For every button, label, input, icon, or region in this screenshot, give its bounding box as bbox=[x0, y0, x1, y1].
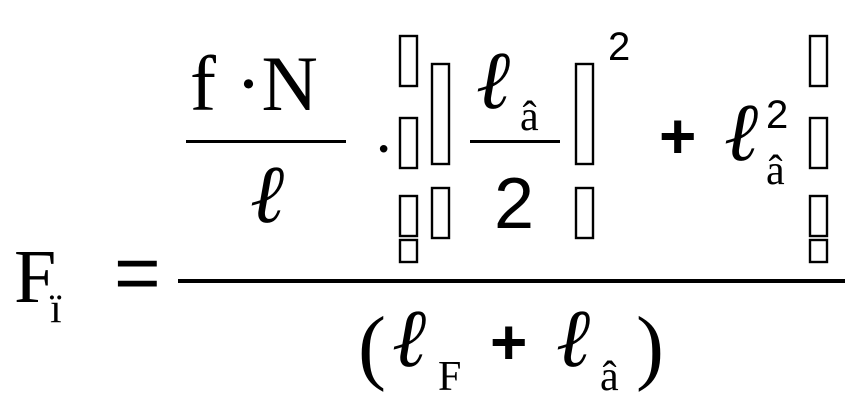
inner-fraction-bar bbox=[470, 140, 560, 143]
denominator-term1-subscript: F bbox=[438, 354, 461, 400]
right-paren-top-glyph bbox=[574, 62, 595, 166]
denominator-close-paren: ) bbox=[636, 300, 664, 393]
term-symbol: ℓ bbox=[724, 87, 758, 178]
exponent: 2 bbox=[608, 25, 630, 69]
term-subscript: â bbox=[766, 148, 785, 194]
denominator-open-paren: ( bbox=[358, 300, 386, 393]
fraction-denominator: ℓ bbox=[250, 149, 284, 240]
equals-sign: = bbox=[114, 228, 161, 317]
right-bracket-bottom-glyph bbox=[808, 194, 829, 238]
inner-fraction-denominator: 2 bbox=[494, 164, 534, 244]
lhs-symbol: F bbox=[14, 235, 56, 319]
left-paren-top-glyph bbox=[430, 62, 451, 166]
denominator-term2-symbol: ℓ bbox=[556, 293, 590, 384]
left-bracket-bottom-glyph bbox=[398, 194, 419, 238]
inner-fraction-numerator: ℓ bbox=[476, 35, 510, 126]
right-bracket-top-glyph bbox=[808, 34, 829, 88]
denominator-term1-symbol: ℓ bbox=[392, 293, 426, 384]
plus-sign: + bbox=[659, 100, 696, 172]
denominator-plus-sign: + bbox=[490, 306, 527, 378]
left-bracket-bottom-extension-glyph bbox=[398, 238, 419, 264]
left-paren-bottom-glyph bbox=[430, 186, 451, 240]
main-fraction-bar bbox=[178, 279, 845, 283]
inner-fraction-numerator-subscript: â bbox=[520, 94, 539, 140]
lhs-subscript: ï bbox=[49, 286, 62, 332]
fraction-bar bbox=[186, 140, 346, 143]
right-bracket-middle-glyph bbox=[808, 116, 829, 170]
left-bracket-top-glyph bbox=[398, 34, 419, 88]
left-bracket-middle-glyph bbox=[398, 116, 419, 170]
right-paren-bottom-glyph bbox=[574, 186, 595, 240]
denominator-term2-subscript: â bbox=[600, 354, 619, 400]
term-superscript: 2 bbox=[766, 93, 788, 137]
fraction-numerator: f ·N bbox=[190, 40, 318, 127]
right-bracket-bottom-extension-glyph bbox=[808, 238, 829, 264]
multiply-dot: · bbox=[373, 113, 394, 184]
